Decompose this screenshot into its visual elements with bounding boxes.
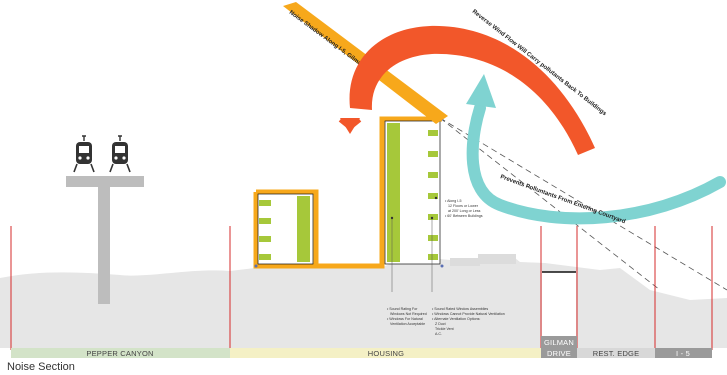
tower-note: • Along I-5 12 Floors or Lower at 200' L… <box>445 199 483 218</box>
noise-shadow-label: Noise Shadow Along I-5, Gilman <box>288 10 366 70</box>
zone-band-gilman <box>541 336 577 358</box>
zone-band-i5 <box>655 348 712 358</box>
note-line: Ventilation Acceptable <box>390 322 425 326</box>
window-band <box>387 123 400 262</box>
train-icon <box>73 135 95 173</box>
zone-label-housing: HOUSING <box>368 349 404 358</box>
ground-block <box>478 254 516 264</box>
leader-dot <box>430 216 434 220</box>
zone-label-gilman-1: GILMAN <box>544 338 574 347</box>
window <box>259 200 271 206</box>
prevents-arrowhead <box>466 74 496 108</box>
reverse-wind-arrowhead-chevron <box>338 118 362 131</box>
window <box>428 214 438 220</box>
note-line: • Alternate Ventilation Options: <box>432 317 480 321</box>
train-icon <box>109 135 131 173</box>
note-line: Trickle Vent <box>435 327 454 331</box>
note-line: A.C. <box>435 332 442 336</box>
window <box>259 254 271 260</box>
ground-block <box>450 258 480 266</box>
noise-sightline-2 <box>439 117 661 291</box>
marker-dot <box>254 264 258 268</box>
noise-sightline <box>439 117 727 291</box>
sound-note-left: • Sound Rating For Windows Not Required … <box>387 307 427 326</box>
trolley-column <box>98 186 110 304</box>
leader-dot <box>390 216 394 220</box>
zone-band-pepper <box>11 348 230 358</box>
zone-label-pepper: PEPPER CANYON <box>86 349 153 358</box>
window <box>428 254 438 260</box>
leader-dot <box>434 196 438 200</box>
window <box>428 193 438 199</box>
window <box>259 236 271 242</box>
note-line: • Sound Rating For <box>387 307 418 311</box>
window <box>428 235 438 241</box>
note-line: • Along I-5 <box>445 199 461 203</box>
window <box>428 151 438 157</box>
note-line: 12 Floors or Lower <box>448 204 479 208</box>
window-band <box>297 196 310 262</box>
prevents-arrow <box>466 102 726 225</box>
note-line: • Sound Rated Window Assemblies <box>432 307 488 311</box>
caption: Noise Section <box>7 361 75 373</box>
gilman-drive-cut <box>542 272 576 336</box>
housing-outline <box>253 116 442 269</box>
reverse-wind-arrow <box>349 25 595 156</box>
sound-note-right: • Sound Rated Window Assemblies • Window… <box>432 307 505 336</box>
window <box>428 172 438 178</box>
zone-band-housing <box>230 348 541 358</box>
window <box>428 130 438 136</box>
note-line: at 200' Long or Less <box>448 209 481 213</box>
marker-dot <box>440 264 444 268</box>
window <box>259 218 271 224</box>
zone-band-rest <box>577 348 655 358</box>
note-line: • 60' Between Buildings <box>445 214 483 218</box>
trolley-deck <box>66 176 144 187</box>
note-line: Windows Not Required <box>390 312 427 316</box>
note-line: • Windows For Natural <box>387 317 423 321</box>
note-line: • Windows Cannot Provide Natural Ventila… <box>432 312 505 316</box>
note-line: Z Duct <box>435 322 446 326</box>
zone-label-gilman-2: DRIVE <box>547 349 571 358</box>
housing-outline-low <box>256 189 319 266</box>
zone-label-i5: I - 5 <box>676 349 690 358</box>
zone-label-rest: REST. EDGE <box>593 349 640 358</box>
